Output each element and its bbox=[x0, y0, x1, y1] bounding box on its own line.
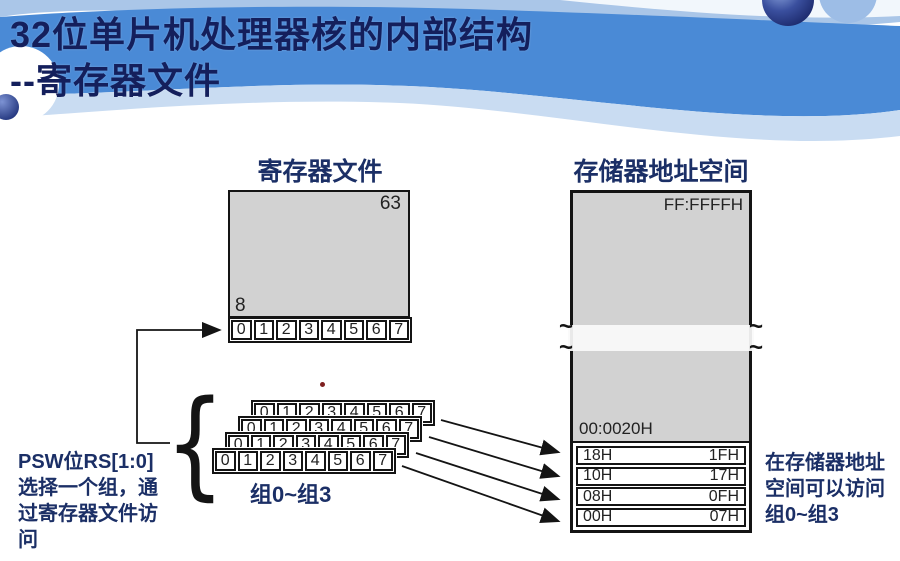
memory-rows: 18H 1FH 10H 17H 08H 0FH 00H 07H bbox=[576, 446, 746, 527]
header-top-white bbox=[560, 0, 900, 18]
memory-row: 00H 07H bbox=[576, 507, 746, 527]
memory-row-end: 0FH bbox=[708, 487, 739, 505]
memory-row-start: 10H bbox=[583, 467, 613, 485]
register-file-bottom-index: 8 bbox=[235, 295, 246, 316]
memory-top-address: FF:FFFFH bbox=[663, 195, 743, 214]
page-title: 32位单片机处理器核的内部结构 bbox=[10, 14, 534, 55]
group2-to-memory-arrow bbox=[428, 436, 561, 479]
psw-note-line: 问 bbox=[18, 529, 38, 551]
memory-row-end: 1FH bbox=[708, 446, 739, 464]
register-row: 0 1 2 3 4 5 6 7 bbox=[228, 317, 412, 343]
memory-upper-region: FF:FFFFH 00:0020H ~ ~ ~ ~ bbox=[559, 193, 763, 443]
memory-break-band bbox=[568, 325, 754, 351]
register-cell: 2 bbox=[276, 320, 297, 340]
psw-note-line: 选择一个组，通 bbox=[18, 477, 158, 499]
header-wave-art bbox=[0, 0, 900, 141]
memory-row-end: 07H bbox=[709, 508, 739, 526]
register-cell: 3 bbox=[298, 320, 319, 340]
psw-note-line: PSW位RS[1:0] bbox=[18, 451, 154, 473]
register-cell: 7 bbox=[388, 320, 409, 340]
break-tilde-icon: ~ bbox=[748, 313, 763, 340]
memory-row: 08H 0FH bbox=[576, 487, 746, 507]
memory-access-note-line: 组0~组3 bbox=[765, 504, 839, 526]
psw-note: PSW位RS[1:0] 选择一个组，通 过寄存器文件访 问 bbox=[18, 449, 178, 553]
register-file-label: 寄存器文件 bbox=[257, 158, 383, 186]
register-cell: 5 bbox=[327, 451, 348, 471]
bubble-navy-left bbox=[0, 94, 19, 120]
register-file-top-index: 63 bbox=[379, 193, 401, 214]
brace-glyph: { bbox=[165, 374, 226, 512]
break-tilde-icon: ~ bbox=[559, 334, 574, 361]
group1-to-memory-arrow bbox=[415, 452, 561, 502]
bubble-light-right bbox=[819, 0, 877, 23]
groups-range-label: 组0~组3 bbox=[250, 482, 332, 507]
register-group-row-0: 0 1 2 3 4 5 6 7 bbox=[212, 448, 396, 474]
register-cell: 6 bbox=[366, 320, 387, 340]
memory-access-note-line: 在存储器地址 bbox=[765, 452, 885, 474]
register-cell: 4 bbox=[321, 320, 342, 340]
memory-row-start: 08H bbox=[583, 487, 613, 505]
header-light-wave bbox=[0, 84, 900, 141]
register-cell: 2 bbox=[260, 451, 281, 471]
memory-row-start: 00H bbox=[583, 508, 613, 526]
register-cell: 1 bbox=[253, 320, 274, 340]
register-cell: 3 bbox=[282, 451, 303, 471]
memory-row-end: 17H bbox=[709, 467, 739, 485]
register-cell: 1 bbox=[237, 451, 258, 471]
red-dot bbox=[320, 382, 325, 387]
memory-bottom-address: 00:0020H bbox=[579, 419, 653, 438]
register-cell: 0 bbox=[215, 451, 236, 471]
break-tilde-icon: ~ bbox=[559, 313, 574, 340]
group3-to-memory-arrow bbox=[440, 419, 561, 456]
register-cell: 0 bbox=[231, 320, 252, 340]
header-blue-band bbox=[0, 6, 900, 117]
register-cell: 5 bbox=[343, 320, 364, 340]
group0-to-memory-arrow bbox=[401, 465, 561, 523]
register-file-box: 63 8 bbox=[228, 190, 410, 318]
memory-access-note-line: 空间可以访问 bbox=[765, 478, 885, 500]
memory-row: 10H 17H bbox=[576, 466, 746, 486]
register-cell: 4 bbox=[305, 451, 326, 471]
psw-note-line: 过寄存器文件访 bbox=[18, 503, 158, 525]
memory-address-space-box: FF:FFFFH 00:0020H ~ ~ ~ ~ 18H 1FH 10H 17… bbox=[559, 190, 763, 533]
memory-row-start: 18H bbox=[583, 446, 613, 464]
bubble-navy-right bbox=[762, 0, 814, 26]
register-cell: 7 bbox=[372, 451, 393, 471]
memory-access-note: 在存储器地址 空间可以访问 组0~组3 bbox=[765, 450, 900, 528]
break-tilde-icon: ~ bbox=[748, 334, 763, 361]
memory-space-label: 存储器地址空间 bbox=[573, 158, 749, 186]
page-subtitle: --寄存器文件 bbox=[10, 60, 221, 101]
register-cell: 6 bbox=[350, 451, 371, 471]
memory-row: 18H 1FH bbox=[576, 446, 746, 465]
